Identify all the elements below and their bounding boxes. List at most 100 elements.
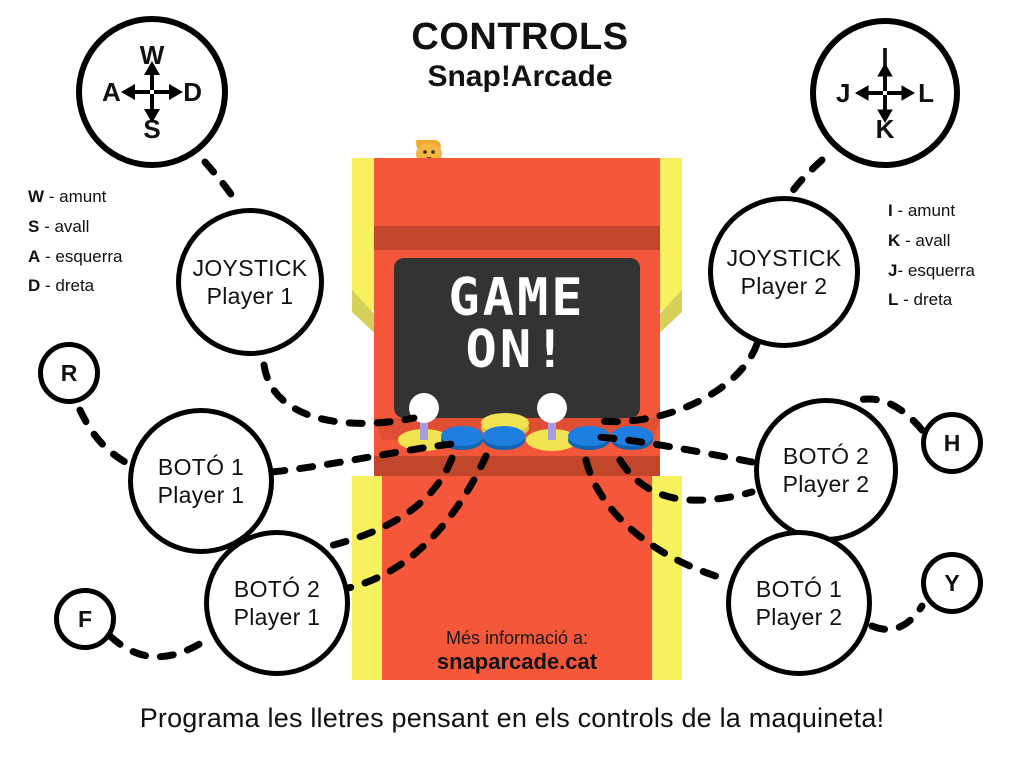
joystick-shaft-p1 [420,412,428,440]
key-circle-y[interactable]: Y [921,552,983,614]
dirkey-left-p1: A [102,77,121,107]
footer-caption: Programa les lletres pensant en els cont… [139,703,885,733]
dirkey-up-p2: I [881,42,889,72]
dirkey-left-p2: J [836,78,851,108]
bubble-boto1-player1[interactable]: BOTÓ 1 Player 1 [128,408,274,554]
legend-action: esquerra [907,260,975,280]
legend-action: esquerra [55,246,123,266]
legend-row: S - avall [28,212,123,242]
legend-row: W - amunt [28,182,123,212]
key-label: H [943,429,961,456]
cabinet-marquee-shadow [374,226,660,254]
legend-row: I - amunt [888,196,975,226]
cabinet-graphic [352,116,682,680]
bubble-line-2: Player 2 [782,471,870,497]
key-label: F [77,605,93,632]
bubble-line-2: Player 1 [206,283,294,309]
legend-sep: - [40,246,56,266]
four-way-arrow-icon [121,61,183,123]
screen-line-2: ON! [465,320,569,380]
dirkey-down-p1: S [143,114,161,144]
legend-player2: I - amunt K - avall J- esquerra L - dret… [888,196,975,315]
legend-row: D - dreta [28,271,123,301]
bubble-line-2: Player 2 [755,604,843,630]
wire-wasd-to-joystick1 [201,158,242,209]
dirkey-down-p2: K [875,114,895,144]
bubble-line-2: Player 1 [233,604,321,630]
bubble-joystick-player2[interactable]: JOYSTICK Player 2 [708,196,860,348]
legend-row: L - dreta [888,285,975,315]
legend-action: amunt [907,201,956,220]
legend-row: K - avall [888,226,975,256]
legend-key: D [28,276,41,296]
legend-row: J- esquerra [888,256,975,286]
bubble-boto2-player2[interactable]: BOTÓ 2 Player 2 [754,398,898,542]
info-site[interactable]: snaparcade.cat [436,649,598,674]
cabinet-trim-right [656,158,682,310]
legend-sep: - [40,276,56,296]
dirkey-right-p2: L [918,78,934,108]
legend-action: dreta [913,290,953,310]
key-circle-f[interactable]: F [54,588,116,650]
info-label: Més informació a: [445,628,589,648]
legend-key: I [888,201,893,220]
bubble-joystick-player1[interactable]: JOYSTICK Player 1 [176,208,324,356]
legend-sep: - [39,216,55,236]
joystick-ball-p1 [409,393,439,423]
bubble-line-1: JOYSTICK [726,244,842,271]
wire-f-to-boto2p1 [106,632,210,661]
title-subtitle: Snap!Arcade [427,59,613,93]
legend-player1: W - amunt S - avall A - esquerra D - dre… [28,182,123,301]
legend-row: A - esquerra [28,242,123,272]
bubble-line-1: BOTÓ 2 [233,575,321,602]
legend-sep: - [892,201,908,220]
button-1-player2 [611,426,653,450]
bubble-line-1: BOTÓ 1 [755,575,843,602]
wire-r-to-boto1p1 [76,406,136,470]
screen-line-1: GAME [448,268,586,328]
screen-text: GAME ON! [394,272,640,376]
legend-action: dreta [55,276,95,296]
legend-key: S [28,216,40,236]
cabinet-info: Més informació a: snaparcade.cat [382,628,652,675]
button-1-player1 [441,426,483,450]
key-label: Y [944,569,960,596]
joystick-ball-p2 [537,393,567,423]
bubble-line-1: JOYSTICK [192,254,308,281]
bubble-line-1: BOTÓ 2 [782,442,870,469]
button-2-player2 [568,426,610,450]
legend-sep: - [898,290,914,310]
bubble-boto1-player2[interactable]: BOTÓ 1 Player 2 [726,530,872,676]
key-label: R [60,359,78,386]
key-circle-h[interactable]: H [921,412,983,474]
bubble-line-2: Player 1 [157,482,245,508]
legend-key: J [888,260,898,280]
legend-key: K [888,230,901,250]
legend-sep: - [897,260,908,280]
legend-sep: - [900,230,916,250]
arcade-cabinet: GAME ON! Més informació a: snaparcade.ca… [352,116,682,680]
key-circle-r[interactable]: R [38,342,100,404]
joystick-shaft-p2 [548,412,556,440]
direction-wheel-player2: I K J L [810,18,960,168]
bubble-line-2: Player 2 [740,273,828,299]
legend-action: avall [915,230,951,250]
legend-key: A [28,246,41,266]
legend-key: L [888,290,899,310]
cabinet-screen [394,258,640,418]
four-way-arrow-icon [854,62,916,124]
legend-action: avall [54,216,90,236]
cabinet-trim-left [352,158,378,310]
legend-sep: - [44,187,60,206]
wire-boto1p2-to-y [868,602,926,633]
page-title: CONTROLS Snap!Arcade [340,16,700,94]
title-main: CONTROLS [411,16,629,58]
cabinet-marquee [374,158,660,226]
dirkey-right-p1: D [183,77,202,107]
bubble-boto2-player1[interactable]: BOTÓ 2 Player 1 [204,530,350,676]
direction-wheel-player1: W S A D [76,16,228,168]
button-2-player1 [483,426,525,450]
bubble-line-1: BOTÓ 1 [157,453,245,480]
joystick-player2 [526,393,578,451]
